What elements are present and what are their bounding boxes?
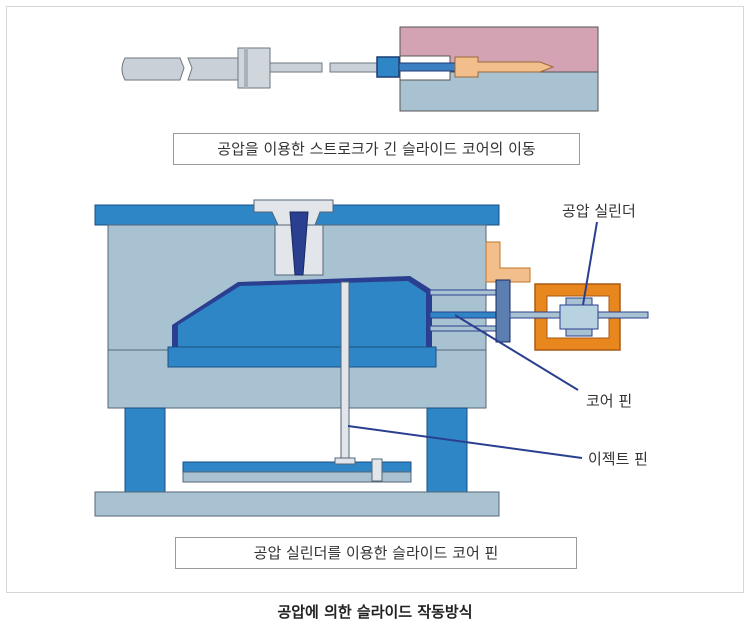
pneumatic-cylinder-label: 공압 실린더 [562, 202, 636, 220]
main-diagram-caption: 공압 실린더를 이용한 슬라이드 코어 핀 [175, 537, 577, 569]
core-insert [167, 276, 437, 368]
left-support-pillar [124, 407, 166, 493]
cylinder-leader-line [582, 221, 598, 306]
right-support-pillar [426, 407, 468, 493]
core-pin-leader-line [454, 314, 579, 391]
long-stroke-rod [121, 47, 379, 89]
main-mold-diagram [94, 199, 649, 517]
ejector-pin [334, 281, 356, 465]
pneumatic-cylinder-assembly [429, 241, 649, 351]
ejector-pin-label: 이젝트 핀 [588, 450, 648, 468]
core-pin-label: 코어 핀 [586, 392, 633, 410]
ejector-pin-leader-line [347, 425, 583, 459]
top-diagram-caption: 공압을 이용한 스트로크가 긴 슬라이드 코어의 이동 [173, 133, 580, 165]
figure-title: 공압에 의한 슬라이드 작동방식 [277, 603, 473, 621]
ejector-plates [182, 458, 412, 483]
top-slide-core [376, 56, 555, 78]
sprue-bushing [253, 199, 334, 276]
bottom-clamp-plate [94, 491, 500, 517]
top-slide-diagram [121, 26, 599, 112]
